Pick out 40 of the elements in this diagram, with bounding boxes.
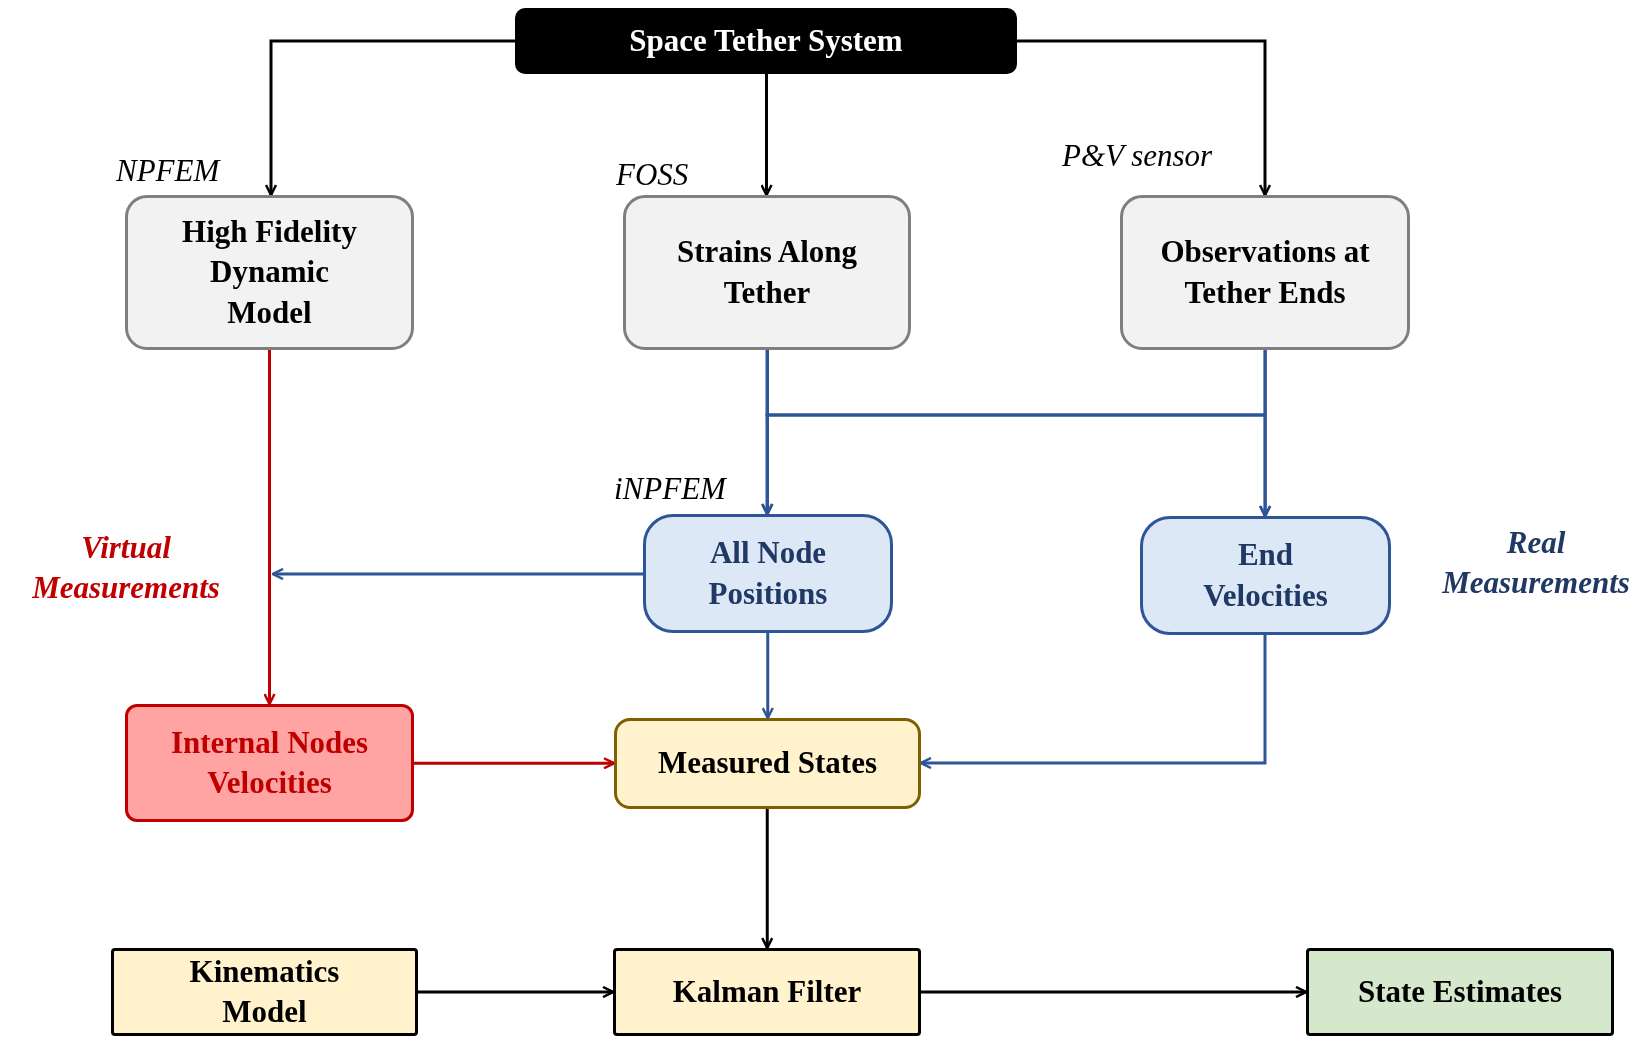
arrow (271, 567, 643, 581)
method-label: iNPFEM (614, 470, 726, 508)
box-label: Measured States (658, 744, 877, 783)
method-label: P&V sensor (1062, 137, 1213, 175)
box-label: Strains Along Tether (676, 233, 858, 312)
process-box (111, 948, 418, 1036)
box-label: Space Tether System (629, 21, 903, 60)
arrow (264, 39, 515, 197)
process-box (1120, 195, 1410, 350)
process-box (614, 718, 921, 809)
method-label: NPFEM (116, 152, 220, 190)
box-label: End Velocities (1203, 536, 1328, 615)
process-box (613, 948, 921, 1036)
box-label: Internal Nodes Velocities (169, 723, 370, 802)
process-box (125, 704, 414, 822)
measurement-label: Virtual Measurements (31, 529, 221, 608)
arrow (760, 74, 773, 197)
arrow (1017, 39, 1272, 197)
arrow (1259, 350, 1272, 518)
box-label: State Estimates (1357, 972, 1562, 1011)
arrow (263, 350, 276, 706)
process-box (515, 8, 1017, 74)
box-label: All Node Positions (707, 534, 829, 613)
process-box (125, 195, 414, 350)
arrow (418, 985, 615, 999)
arrow (919, 635, 1267, 770)
method-label: FOSS (616, 156, 689, 194)
box-label: Kalman Filter (672, 972, 862, 1011)
process-box (1140, 516, 1391, 635)
box-label: Kinematics Model (188, 952, 341, 1031)
arrow (761, 633, 774, 720)
box-label: High Fidelity Dynamic Model (181, 213, 358, 332)
process-box (623, 195, 911, 350)
arrow (414, 757, 616, 770)
measurement-label: Real Measurements (1441, 524, 1631, 603)
process-box (1306, 948, 1614, 1036)
process-box (643, 514, 893, 633)
arrow (921, 985, 1308, 999)
box-label: Observations at Tether Ends (1159, 233, 1371, 312)
arrow (761, 809, 774, 950)
